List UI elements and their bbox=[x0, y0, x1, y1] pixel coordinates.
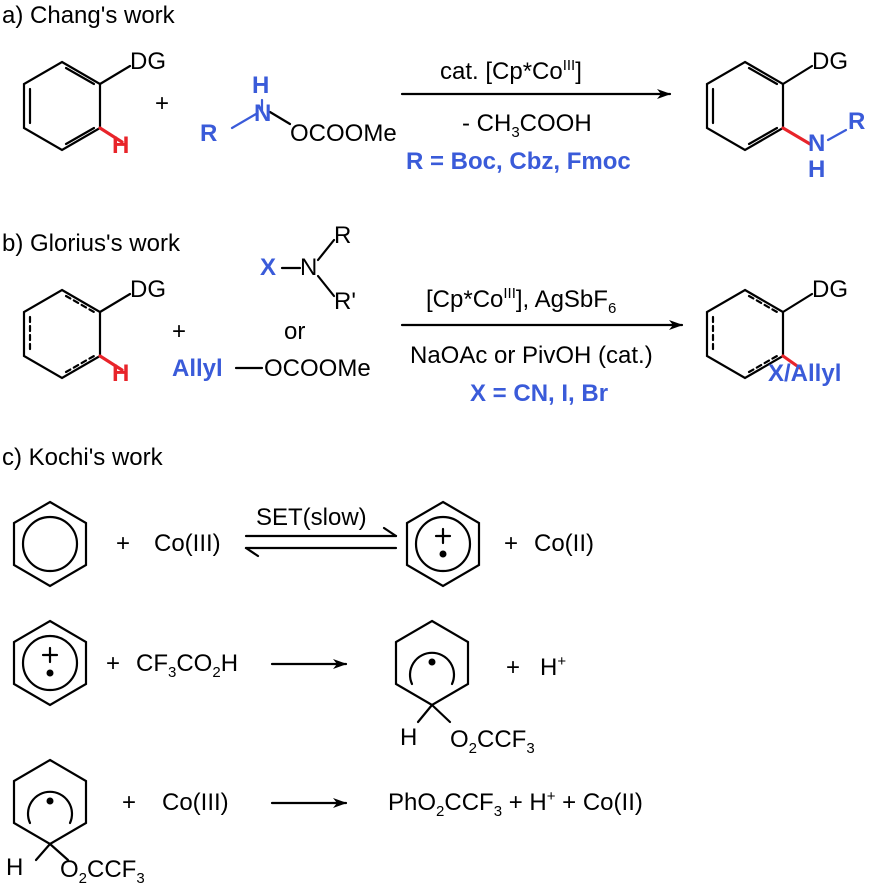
reagent-r-b: R bbox=[334, 222, 352, 249]
product-c1: Co(II) bbox=[534, 530, 594, 557]
bond-n-r-b bbox=[316, 238, 336, 262]
h-label-c3: H bbox=[6, 854, 24, 881]
bond-n-o-a bbox=[268, 110, 292, 126]
dg-label-a-product: DG bbox=[812, 48, 848, 75]
reagent-c3: Co(III) bbox=[162, 789, 229, 816]
bond-cn-red-a bbox=[781, 126, 812, 146]
r-groups-a: R = Boc, Cbz, Fmoc bbox=[406, 148, 631, 175]
reagent-c1: Co(III) bbox=[154, 530, 221, 557]
bond-n-r2-b bbox=[316, 274, 336, 298]
dg-label-a: DG bbox=[130, 48, 166, 75]
allyl-tail-b: OCOOMe bbox=[264, 355, 371, 382]
bond-n-r-a bbox=[826, 128, 848, 142]
x-groups-b: X = CN, I, Br bbox=[470, 380, 609, 407]
plus2-c2: + bbox=[506, 654, 521, 681]
plus-a: + bbox=[155, 90, 170, 117]
ester-label-c3: O2CCF3 bbox=[60, 856, 145, 887]
dg-label-b: DG bbox=[130, 276, 166, 303]
plus-c1: + bbox=[116, 530, 131, 557]
h-label-c2: H bbox=[400, 724, 418, 751]
ester-label-c2: O2CCF3 bbox=[450, 726, 535, 757]
reagent-n-a: N bbox=[254, 100, 272, 127]
equilibrium-arrows bbox=[244, 526, 398, 558]
conditions-b-1: [Cp*CoIII], AgSbF6 bbox=[426, 285, 617, 317]
allyl-label-b: Allyl bbox=[172, 355, 223, 382]
radical-cation-c2 bbox=[12, 619, 88, 707]
radical-cation-c1 bbox=[405, 500, 481, 588]
radical-dot-c2b bbox=[428, 658, 436, 666]
reagent-r2-b: R' bbox=[334, 288, 356, 315]
reagent-x-b: X bbox=[260, 254, 277, 281]
product-sub-b: X/Allyl bbox=[768, 360, 842, 387]
product-c3: PhO2CCF3 + H+ + Co(II) bbox=[388, 788, 643, 820]
bond-ch-red-b bbox=[98, 354, 124, 372]
plus-c3: + bbox=[122, 789, 137, 816]
section-b-title: b) Glorius's work bbox=[2, 230, 180, 257]
or-label-b: or bbox=[284, 318, 306, 345]
benzene-c1 bbox=[12, 500, 88, 588]
reagent-r-a: R bbox=[200, 120, 218, 147]
section-c-title: c) Kochi's work bbox=[2, 444, 163, 471]
cyclohexadienyl-c2 bbox=[394, 619, 470, 724]
benzene-a-product bbox=[705, 60, 814, 152]
h-label-a: H bbox=[112, 132, 130, 159]
reagent-c2: CF3CO2H bbox=[136, 650, 239, 681]
reagent-tail-a: OCOOMe bbox=[290, 120, 397, 147]
benzene-b-product bbox=[705, 288, 814, 380]
arrow-label-c1: SET(slow) bbox=[256, 504, 367, 531]
conditions-a-2: - CH3COOH bbox=[462, 110, 592, 141]
reagent-a-bonds bbox=[230, 98, 264, 130]
benzene-a-left bbox=[22, 60, 132, 152]
product-n-a: N bbox=[808, 130, 826, 157]
h-label-b: H bbox=[112, 360, 130, 387]
bond-ch-red-a bbox=[98, 126, 124, 144]
section-a-title: a) Chang's work bbox=[2, 2, 175, 29]
product-c2: H+ bbox=[540, 653, 567, 681]
plus2-c1: + bbox=[504, 530, 519, 557]
plus-c2: + bbox=[106, 650, 121, 677]
reagent-n-b: N bbox=[300, 254, 318, 281]
conditions-a-1: cat. [Cp*CoIII] bbox=[440, 57, 582, 85]
reagent-h-a: H bbox=[252, 72, 270, 99]
bond-cx-red-b bbox=[781, 354, 802, 370]
product-r-a: R bbox=[848, 108, 866, 135]
plus-b: + bbox=[172, 318, 187, 345]
cyclohexadienyl-c3 bbox=[12, 758, 88, 862]
product-h-a: H bbox=[808, 156, 826, 183]
radical-dot-c2 bbox=[46, 669, 54, 677]
dg-label-b-product: DG bbox=[812, 276, 848, 303]
radical-dot-c3 bbox=[46, 797, 54, 805]
radical-dot-c1 bbox=[439, 550, 447, 558]
conditions-b-2: NaOAc or PivOH (cat.) bbox=[410, 342, 653, 369]
benzene-b-left bbox=[22, 288, 132, 380]
